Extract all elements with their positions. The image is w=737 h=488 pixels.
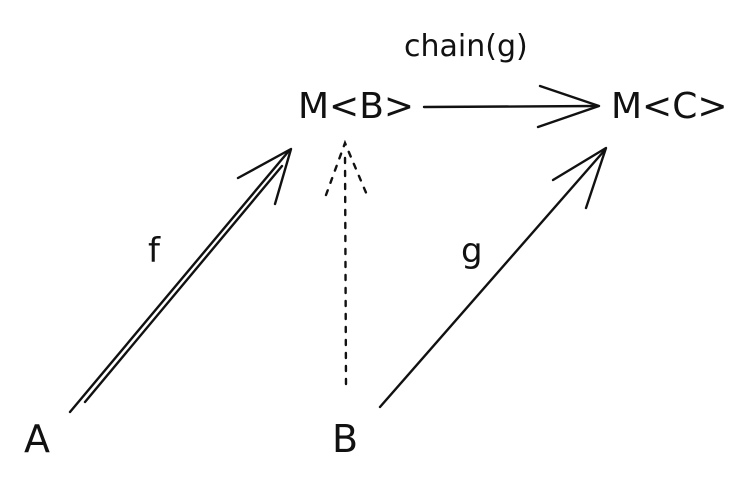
node-b: B bbox=[332, 417, 358, 461]
edge-label-g: g bbox=[461, 231, 483, 271]
arrow-chain bbox=[422, 84, 601, 129]
arrow-g-head bbox=[551, 146, 608, 210]
arrow-f-shaft bbox=[68, 150, 290, 414]
node-a: A bbox=[24, 417, 50, 461]
arrow-lift-dotted bbox=[324, 139, 369, 386]
arrow-g-shaft bbox=[378, 149, 606, 409]
arrow-f bbox=[68, 147, 293, 414]
arrow-lift-head bbox=[324, 139, 369, 197]
arrow-lift-shaft bbox=[343, 150, 348, 386]
arrow-f-shaft-double bbox=[83, 164, 284, 404]
arrow-g bbox=[378, 146, 608, 409]
edge-label-chain: chain(g) bbox=[404, 29, 528, 64]
node-m-b: M<B> bbox=[298, 86, 414, 127]
node-m-c: M<C> bbox=[611, 86, 728, 127]
arrow-f-head bbox=[236, 147, 293, 206]
edge-label-f: f bbox=[148, 231, 161, 271]
arrow-chain-head bbox=[536, 84, 601, 129]
arrow-chain-shaft bbox=[422, 104, 599, 109]
